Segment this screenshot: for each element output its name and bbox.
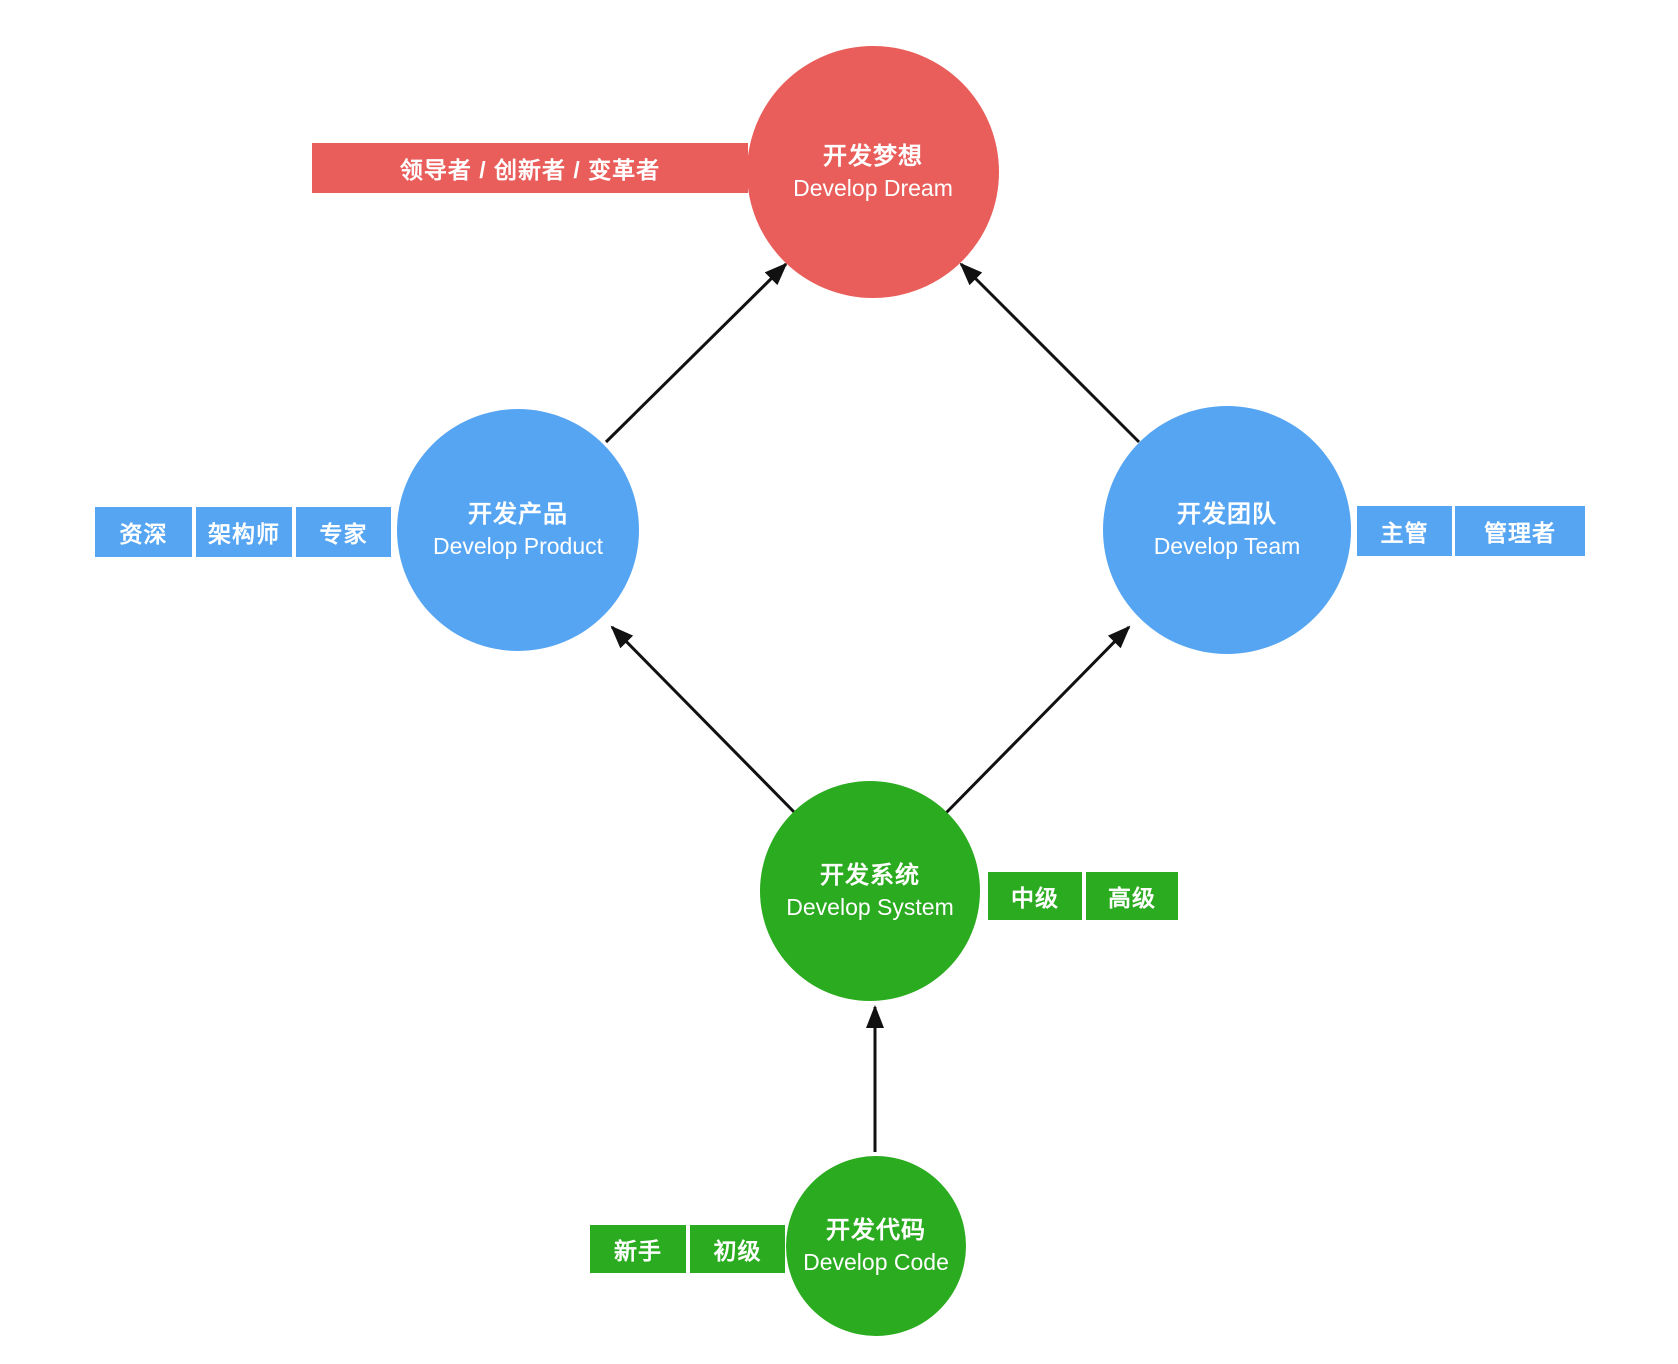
arrow-system-to-team <box>942 625 1131 817</box>
node-develop-team-title-zh: 开发团队 <box>1177 500 1277 528</box>
node-develop-product-title-zh: 开发产品 <box>468 500 568 528</box>
arrow-product-to-dream <box>604 262 788 444</box>
tag-product-senior: 资深 <box>95 507 192 557</box>
node-develop-dream: 开发梦想 Develop Dream <box>747 46 999 298</box>
tag-system-intermediate: 中级 <box>988 872 1082 920</box>
node-develop-team-title-en: Develop Team <box>1153 532 1301 559</box>
node-develop-product-title-en: Develop Product <box>432 532 604 559</box>
node-develop-code-title-en: Develop Code <box>803 1248 949 1275</box>
tag-system-advanced: 高级 <box>1086 872 1178 920</box>
node-develop-dream-title-zh: 开发梦想 <box>823 142 923 170</box>
node-develop-system: 开发系统 Develop System <box>760 781 980 1001</box>
tag-code-junior: 初级 <box>690 1225 785 1273</box>
tag-team-manager: 管理者 <box>1455 506 1585 556</box>
node-develop-code: 开发代码 Develop Code <box>786 1156 966 1336</box>
node-develop-product: 开发产品 Develop Product <box>397 409 639 651</box>
node-develop-system-title-zh: 开发系统 <box>820 861 920 889</box>
arrow-system-to-product <box>610 625 799 817</box>
node-develop-dream-title-en: Develop Dream <box>793 174 953 201</box>
node-develop-system-title-en: Develop System <box>786 893 954 920</box>
tag-product-architect: 架构师 <box>196 507 292 557</box>
tag-team-supervisor: 主管 <box>1357 506 1452 556</box>
tag-dream-roles: 领导者 / 创新者 / 变革者 <box>312 143 748 193</box>
tag-code-novice: 新手 <box>590 1225 686 1273</box>
node-develop-code-title-zh: 开发代码 <box>826 1216 926 1244</box>
tag-product-expert: 专家 <box>296 507 391 557</box>
node-develop-team: 开发团队 Develop Team <box>1103 406 1351 654</box>
arrow-team-to-dream <box>959 262 1141 444</box>
